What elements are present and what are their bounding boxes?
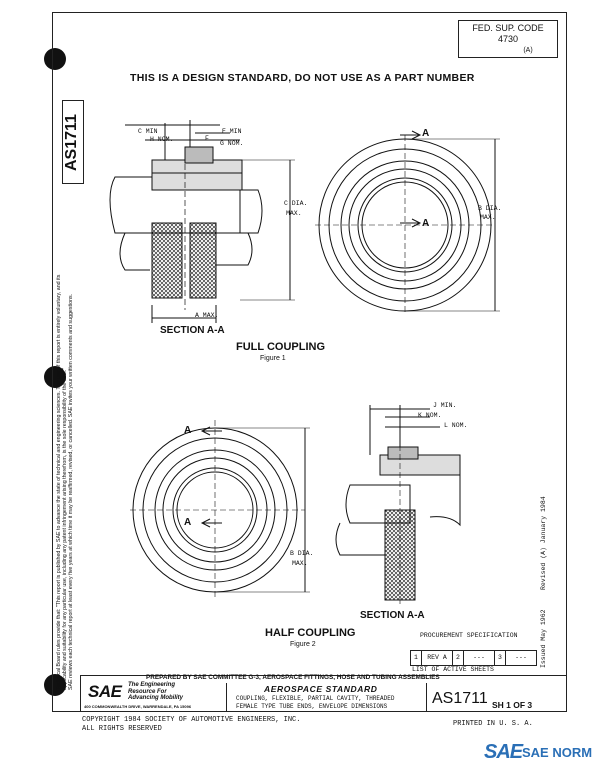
doc-number-vertical-box — [62, 100, 84, 184]
label-e-min: E MIN — [222, 128, 242, 135]
sae-address: 400 COMMONWEALTH DRIVE, WARRENDALE, PA 1… — [84, 704, 192, 709]
section-arrow-a-mid: A — [422, 218, 430, 229]
label-k-nom: K NOM. — [418, 412, 442, 419]
sheet-cell-2-rev: --- — [464, 651, 495, 665]
figure-1-drawing — [109, 120, 500, 323]
doc-number-vertical: AS1711 — [63, 114, 80, 171]
tagline-line-3: Advancing Mobility — [128, 695, 184, 701]
title-line-2: FEMALE TYPE TUBE ENDS, ENVELOPE DIMENSIO… — [236, 703, 388, 710]
copyright-line-2: ALL RIGHTS RESERVED — [82, 725, 162, 733]
procurement-title: PROCUREMENT SPECIFICATION — [420, 632, 518, 639]
sheet-cell-1-rev: REV A — [422, 651, 453, 665]
fig1-caption: FULL COUPLING — [236, 341, 326, 353]
active-sheets-label: LIST OF ACTIVE SHEETS — [412, 666, 494, 673]
label-b-dia: B DIA. — [478, 205, 502, 212]
fig2-section-arrow-a-mid: A — [184, 517, 192, 528]
issued-note: Issued May 1962 — [540, 609, 547, 668]
fig2-caption: HALF COUPLING — [265, 627, 356, 639]
fed-sup-code-label: FED. SUP. CODE — [472, 23, 544, 33]
figure-2-drawing — [130, 405, 461, 605]
fig1-number: Figure 1 — [260, 355, 286, 362]
label-j-min: J MIN. — [433, 402, 457, 409]
punch-hole-top — [44, 48, 66, 70]
label-g-nom: G NOM. — [220, 140, 244, 147]
punch-hole-bottom — [44, 674, 66, 696]
label-f: F — [205, 135, 209, 142]
sheet-number: SH 1 OF 3 — [492, 700, 533, 710]
label-b-max: MAX. — [480, 214, 496, 221]
fed-sup-code-value: 4730 — [497, 34, 519, 44]
sheet-cell-3: 3 — [495, 651, 506, 665]
revised-note: Revised (A) January 1984 — [540, 496, 547, 590]
fig1-section-label: SECTION A-A — [160, 325, 225, 336]
title-divider-1 — [226, 683, 227, 712]
label-a-max: A MAX. — [195, 312, 219, 319]
label-c-max: MAX. — [286, 210, 302, 217]
doc-number: AS1711 — [432, 690, 488, 707]
disclaimer-line-3: SAE reviews each technical report at lea… — [68, 293, 74, 690]
tagline-line-2: Resource For — [128, 688, 167, 695]
printed-in: PRINTED IN U. S. A. — [453, 720, 533, 728]
revision-mark: (A) — [523, 47, 533, 54]
sheet-cell-3-rev: --- — [515, 654, 527, 661]
design-standard-notice: THIS IS A DESIGN STANDARD, DO NOT USE AS… — [130, 72, 475, 84]
watermark-text: SAE NORM — [522, 745, 593, 760]
active-sheets-table: 1 REV A 2 --- 3 --- — [410, 650, 537, 666]
punch-hole-middle — [44, 366, 66, 388]
fed-sup-code-box: FED. SUP. CODE 4730 (A) — [458, 20, 558, 58]
sae-logo: SAE — [88, 682, 122, 701]
label-fig2-b-max: MAX. — [292, 560, 308, 567]
label-h-nom: H NOM. — [150, 136, 174, 143]
title-divider-2 — [426, 683, 427, 712]
sheet-cell-1: 1 — [411, 651, 422, 665]
title-line-1: COUPLING, FLEXIBLE, PARTIAL CAVITY, THRE… — [236, 695, 395, 702]
copyright-line-1: COPYRIGHT 1984 SOCIETY OF AUTOMOTIVE ENG… — [82, 716, 301, 724]
tagline-line-1: The Engineering — [128, 682, 176, 688]
watermark-logo: SAE — [484, 741, 523, 763]
section-arrow-a-top: A — [422, 128, 430, 139]
sae-tagline: The Engineering Resource For Advancing M… — [128, 682, 183, 702]
standard-type: AEROSPACE STANDARD — [264, 684, 378, 694]
label-c-min: C MIN — [138, 128, 158, 135]
prepared-by: PREPARED BY SAE COMMITTEE G-3, AEROSPACE… — [146, 674, 440, 681]
label-c-dia: C DIA. — [284, 200, 308, 207]
label-l-nom: L NOM. — [444, 422, 468, 429]
label-fig2-b-dia: B DIA. — [290, 550, 314, 557]
fig2-section-label: SECTION A-A — [360, 610, 425, 621]
sheet-cell-2: 2 — [453, 651, 464, 665]
title-block — [80, 675, 567, 712]
fig2-number: Figure 2 — [290, 641, 316, 648]
fig2-section-arrow-a-top: A — [184, 425, 192, 436]
